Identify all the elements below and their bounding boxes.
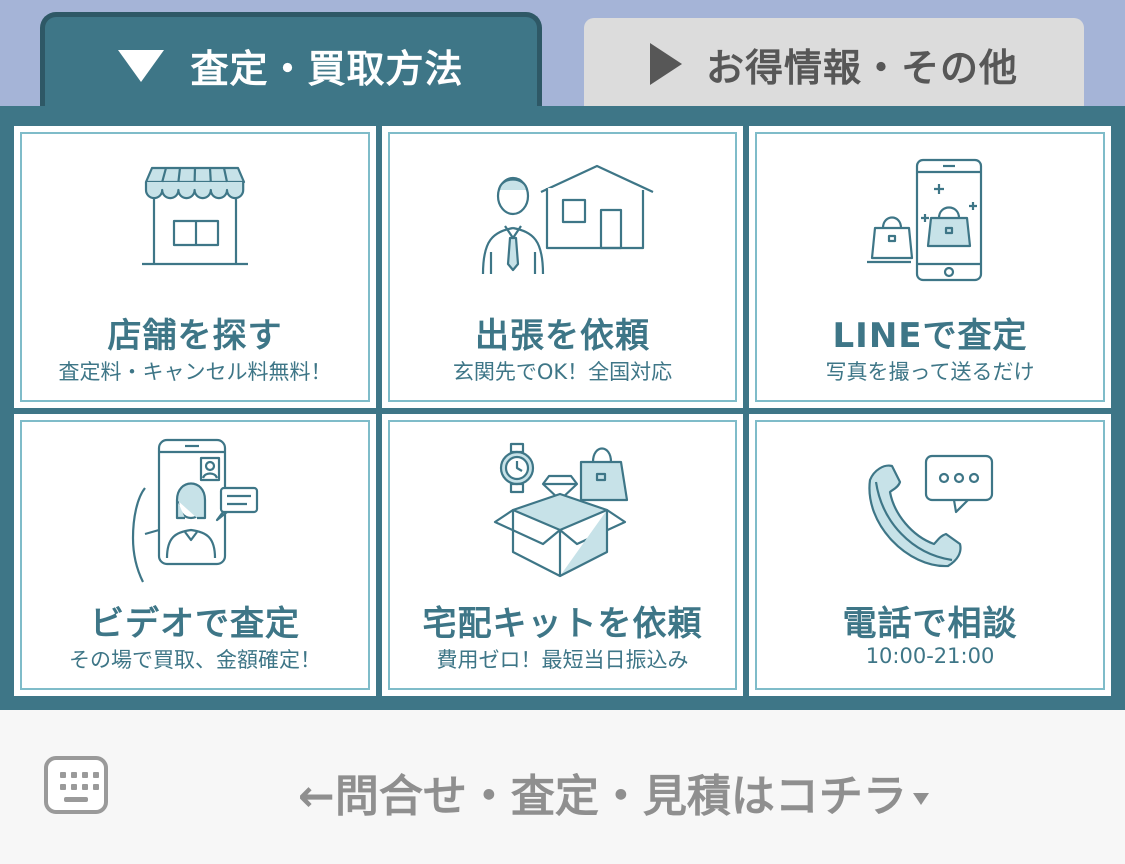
- inquiry-menu-label: ←問合せ・査定・見積はコチラ: [298, 771, 907, 822]
- menu-item-subtitle: 10:00-21:00: [865, 644, 995, 668]
- keyboard-icon[interactable]: [44, 756, 108, 814]
- menu-item-subtitle: 写真を撮って送るだけ: [825, 360, 1035, 384]
- tab-assessment-methods[interactable]: 査定・買取方法: [40, 12, 542, 114]
- storefront-icon: [142, 166, 248, 266]
- tab-bar: 査定・買取方法 お得情報・その他: [0, 0, 1125, 114]
- menu-item-phone-consultation[interactable]: 電話で相談 10:00-21:00: [749, 414, 1111, 696]
- menu-item-title: 宅配キットを依頼: [422, 604, 703, 644]
- menu-item-home-visit[interactable]: 出張を依頼 玄関先でOK！全国対応: [382, 126, 743, 408]
- tab-label: 査定・買取方法: [190, 47, 464, 91]
- menu-item-title: ビデオで査定: [90, 604, 300, 644]
- triangle-right-icon: [649, 43, 682, 85]
- house-visit-icon: [481, 164, 653, 275]
- tab-label: お得情報・その他: [705, 45, 1018, 90]
- menu-item-title: LINEで査定: [832, 316, 1028, 356]
- delivery-box-icon: [493, 442, 628, 578]
- triangle-down-icon: [118, 49, 165, 82]
- menu-item-subtitle: 査定料・キャンセル料無料！: [58, 360, 332, 384]
- tab-deals-other[interactable]: お得情報・その他: [584, 18, 1084, 110]
- triangle-down-icon: [912, 793, 929, 805]
- menu-item-delivery-kit[interactable]: 宅配キットを依頼 費用ゼロ！最短当日振込み: [382, 414, 743, 696]
- menu-item-subtitle: 費用ゼロ！最短当日振込み: [436, 648, 689, 672]
- menu-panel: 店舗を探す 査定料・キャンセル料無料！: [0, 106, 1125, 710]
- menu-item-find-store[interactable]: 店舗を探す 査定料・キャンセル料無料！: [14, 126, 376, 408]
- smartphone-bag-icon: [867, 158, 983, 282]
- menu-item-subtitle: 玄関先でOK！全国対応: [452, 360, 673, 384]
- menu-item-title: 出張を依頼: [475, 316, 650, 356]
- phone-chat-icon: [868, 454, 994, 568]
- video-call-icon: [131, 438, 259, 583]
- menu-item-line-assessment[interactable]: LINEで査定 写真を撮って送るだけ: [749, 126, 1111, 408]
- menu-item-subtitle: その場で買取、金額確定！: [69, 648, 321, 672]
- menu-item-title: 電話で相談: [842, 604, 1018, 644]
- menu-item-video-assessment[interactable]: ビデオで査定 その場で買取、金額確定！: [14, 414, 376, 696]
- menu-item-title: 店舗を探す: [107, 316, 283, 356]
- input-bar: ←問合せ・査定・見積はコチラ: [0, 710, 1125, 864]
- inquiry-menu-toggle[interactable]: ←問合せ・査定・見積はコチラ: [298, 760, 929, 824]
